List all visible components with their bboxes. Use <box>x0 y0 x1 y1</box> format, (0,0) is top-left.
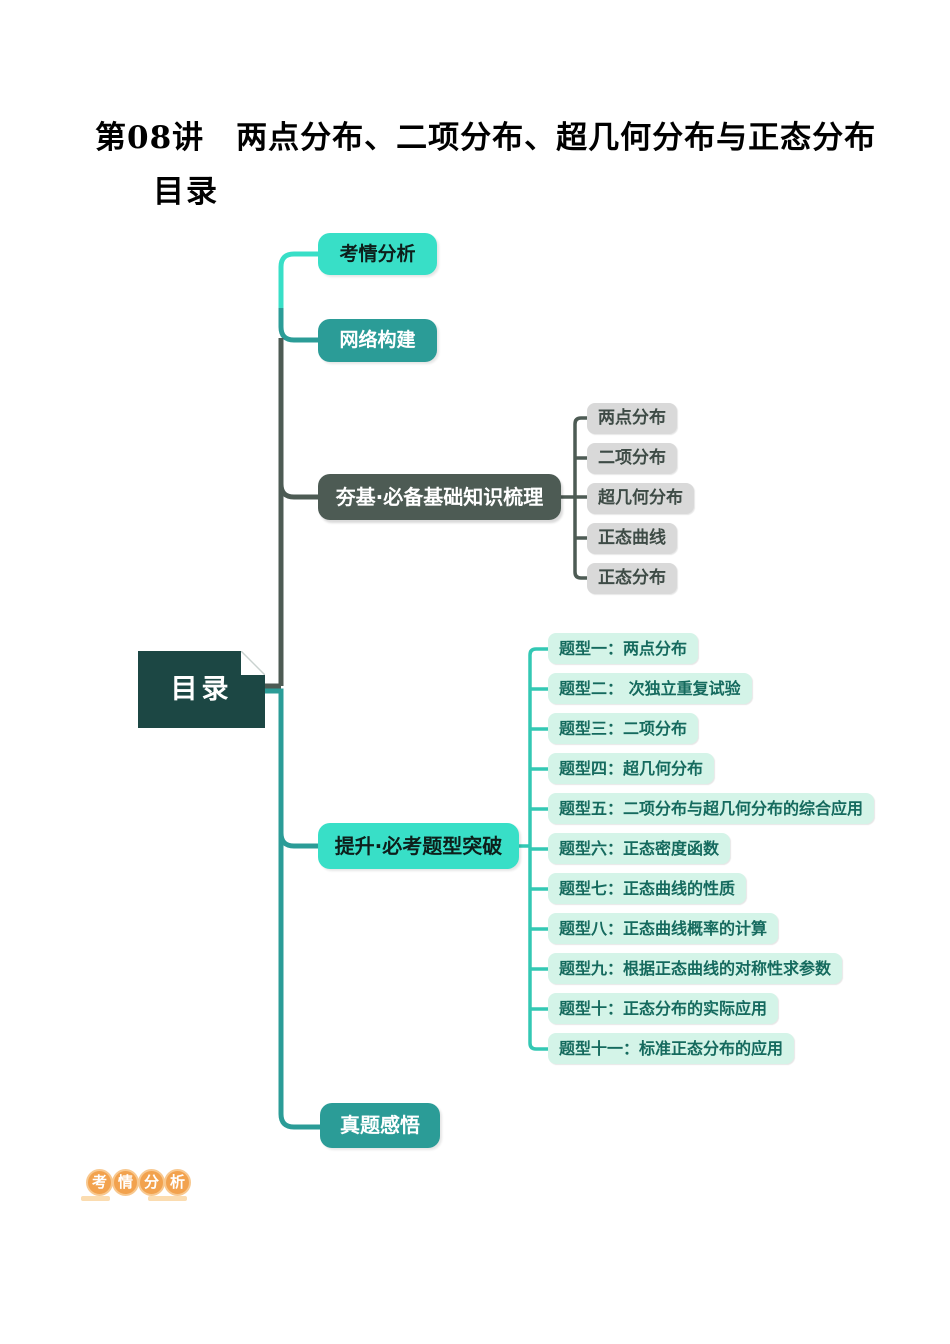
topic-item: 题型六：正态密度函数 <box>548 833 731 864</box>
badge-circle: 情 <box>112 1169 139 1196</box>
toc-heading: 目录 <box>153 174 219 210</box>
topic-item: 题型十一：标准正态分布的应用 <box>548 1033 795 1064</box>
badge-circle: 分 <box>138 1169 165 1196</box>
knowledge-item: 超几何分布 <box>587 483 694 514</box>
topic-item: 题型一：两点分布 <box>548 633 699 664</box>
connector-trunk-lower <box>263 688 322 1130</box>
connector-hangji <box>278 480 320 500</box>
connector-wangluo <box>278 308 320 343</box>
branch-hangji-jichu: 夯基·必备基础知识梳理 <box>318 474 561 520</box>
topic-item: 题型三：二项分布 <box>548 713 699 744</box>
badge-underline <box>81 1196 110 1201</box>
branch-tisheng-tixing: 提升·必考题型突破 <box>318 823 519 869</box>
badge-circle: 考 <box>86 1169 113 1196</box>
page-title: 第08讲 两点分布、二项分布、超几何分布与正态分布 <box>95 120 877 156</box>
badge-circle: 析 <box>164 1169 191 1196</box>
knowledge-item: 正态曲线 <box>587 523 677 554</box>
topic-item: 题型四：超几何分布 <box>548 753 715 784</box>
topic-item: 题型二： 次独立重复试验 <box>548 673 752 704</box>
branch-kaoqing-fenxi: 考情分析 <box>318 233 437 275</box>
knowledge-item: 两点分布 <box>587 403 677 434</box>
badge-underline <box>148 1196 187 1201</box>
topic-item: 题型九：根据正态曲线的对称性求参数 <box>548 953 843 984</box>
topic-item: 题型八：正态曲线概率的计算 <box>548 913 779 944</box>
connector-tisheng <box>278 832 320 849</box>
branch-wangluo-goujian: 网络构建 <box>318 319 437 362</box>
connector-kaoqing <box>278 251 320 312</box>
branch-zhenti-ganwu: 真题感悟 <box>320 1103 440 1148</box>
knowledge-item: 正态分布 <box>587 563 677 594</box>
topic-item: 题型十：正态分布的实际应用 <box>548 993 779 1024</box>
topic-item: 题型七：正态曲线的性质 <box>548 873 747 904</box>
knowledge-item: 二项分布 <box>587 443 677 474</box>
topic-item: 题型五：二项分布与超几何分布的综合应用 <box>548 793 875 824</box>
folded-corner-icon <box>241 651 265 675</box>
